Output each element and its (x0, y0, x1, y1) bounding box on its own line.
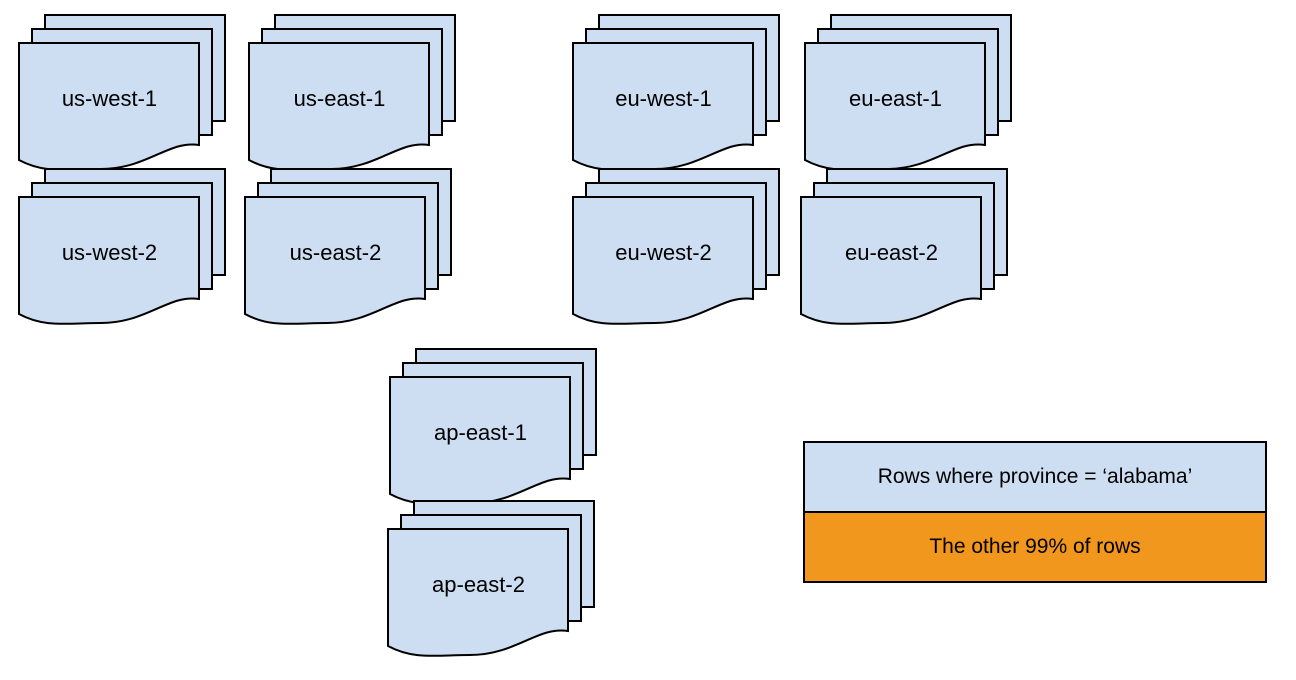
document-stack-icon (800, 168, 1008, 325)
region-stack-us-west-1: us-west-1 (17, 10, 228, 178)
region-stack-eu-west-2: eu-west-2 (571, 164, 782, 332)
region-stack-eu-west-1: eu-west-1 (571, 10, 782, 178)
region-stack-eu-east-1: eu-east-1 (803, 10, 1014, 178)
document-stack-icon (18, 14, 226, 171)
document-stack-icon (18, 168, 226, 325)
region-stack-ap-east-2: ap-east-2 (386, 496, 597, 664)
legend: Rows where province = ‘alabama’ The othe… (803, 441, 1267, 583)
legend-item-label: Rows where province = ‘alabama’ (877, 465, 1193, 488)
document-stack-icon (572, 168, 780, 325)
region-stack-us-east-2: us-east-2 (243, 164, 454, 332)
legend-item-other-rows: The other 99% of rows (805, 511, 1265, 581)
document-stack-icon (387, 500, 595, 657)
document-stack-icon (389, 348, 597, 505)
region-stack-us-east-1: us-east-1 (247, 10, 458, 178)
document-stack-icon (804, 14, 1012, 171)
document-stack-icon (244, 168, 452, 325)
region-stack-ap-east-1: ap-east-1 (388, 344, 599, 512)
legend-item-label: The other 99% of rows (929, 535, 1141, 558)
document-stack-icon (248, 14, 456, 171)
document-stack-icon (572, 14, 780, 171)
region-stack-eu-east-2: eu-east-2 (799, 164, 1010, 332)
legend-item-alabama-rows: Rows where province = ‘alabama’ (805, 443, 1265, 511)
region-stack-us-west-2: us-west-2 (17, 164, 228, 332)
